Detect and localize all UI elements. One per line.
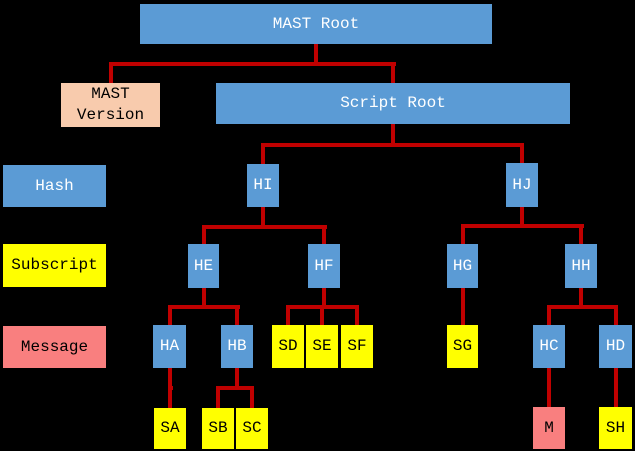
node-sb: SB: [202, 408, 234, 449]
connector-drop-hi-hf: [322, 225, 326, 244]
node-sh: SH: [599, 407, 632, 449]
connector-stub-hg: [461, 288, 465, 309]
connector-drop-script-root-hj: [520, 143, 524, 163]
connector-drop-hc-m: [547, 386, 551, 407]
connector-drop-hd-sh: [614, 386, 618, 407]
connector-stub-hb: [235, 368, 239, 390]
node-legend-subscript: Subscript: [3, 244, 106, 287]
node-m: M: [533, 407, 565, 449]
node-sf: SF: [341, 325, 373, 368]
connector-stub-hc: [547, 368, 551, 390]
connector-drop-ha-sa: [168, 386, 172, 408]
connector-drop-script-root-hi: [261, 143, 265, 164]
node-se: SE: [306, 325, 338, 368]
connector-elbow-hj: [461, 224, 584, 228]
connector-drop-he-ha: [168, 305, 172, 325]
node-he: HE: [188, 244, 219, 288]
connector-drop-he-hb: [235, 305, 239, 325]
node-sd: SD: [272, 325, 304, 368]
connector-drop-hh-hc: [547, 305, 551, 325]
node-hh: HH: [565, 244, 597, 288]
connector-elbow-hh: [547, 305, 618, 309]
node-sc: SC: [236, 408, 268, 449]
connector-drop-hi-he: [202, 225, 206, 244]
connector-drop-hj-hg: [461, 224, 465, 244]
node-hi: HI: [247, 164, 279, 207]
connector-drop-hb-sb: [216, 386, 220, 408]
connector-stub-hd: [614, 368, 618, 390]
connector-drop-mast-root-script-root: [391, 62, 395, 83]
node-mast-root: MAST Root: [140, 4, 492, 44]
connector-elbow-script-root: [261, 143, 524, 147]
connector-drop-hj-hh: [579, 224, 583, 244]
node-hf: HF: [308, 244, 340, 288]
connector-drop-hf-sf: [355, 305, 359, 325]
node-ha: HA: [153, 325, 186, 368]
node-hj: HJ: [506, 163, 538, 207]
connector-stub-mast-root: [314, 44, 318, 66]
connector-drop-hf-sd: [286, 305, 290, 325]
node-script-root: Script Root: [216, 83, 570, 124]
node-sa: SA: [154, 408, 186, 449]
node-hb: HB: [221, 325, 253, 368]
connector-drop-hb-sc: [250, 386, 254, 408]
node-legend-hash: Hash: [3, 165, 106, 207]
connector-elbow-hi: [202, 225, 327, 229]
node-hc: HC: [533, 325, 565, 368]
connector-drop-mast-root-mast-version: [109, 62, 113, 83]
connector-stub-hf: [322, 288, 326, 309]
node-hg: HG: [447, 244, 478, 288]
connector-drop-hf-se: [320, 305, 324, 325]
node-hd: HD: [599, 325, 632, 368]
connector-elbow-he: [168, 305, 240, 309]
node-mast-version: MAST Version: [61, 83, 160, 127]
connector-stub-he: [202, 288, 206, 309]
connector-elbow-mast-root: [109, 62, 396, 66]
connector-drop-hg-sg: [461, 305, 465, 325]
connector-stub-ha: [168, 368, 172, 390]
connector-stub-script-root: [391, 124, 395, 147]
connector-elbow-hb: [216, 386, 254, 390]
connector-stub-hj: [520, 207, 524, 228]
node-legend-message: Message: [3, 326, 106, 368]
node-sg: SG: [447, 325, 478, 368]
connector-drop-hh-hd: [614, 305, 618, 325]
connector-stub-hh: [579, 288, 583, 309]
connector-stub-hi: [261, 207, 265, 229]
